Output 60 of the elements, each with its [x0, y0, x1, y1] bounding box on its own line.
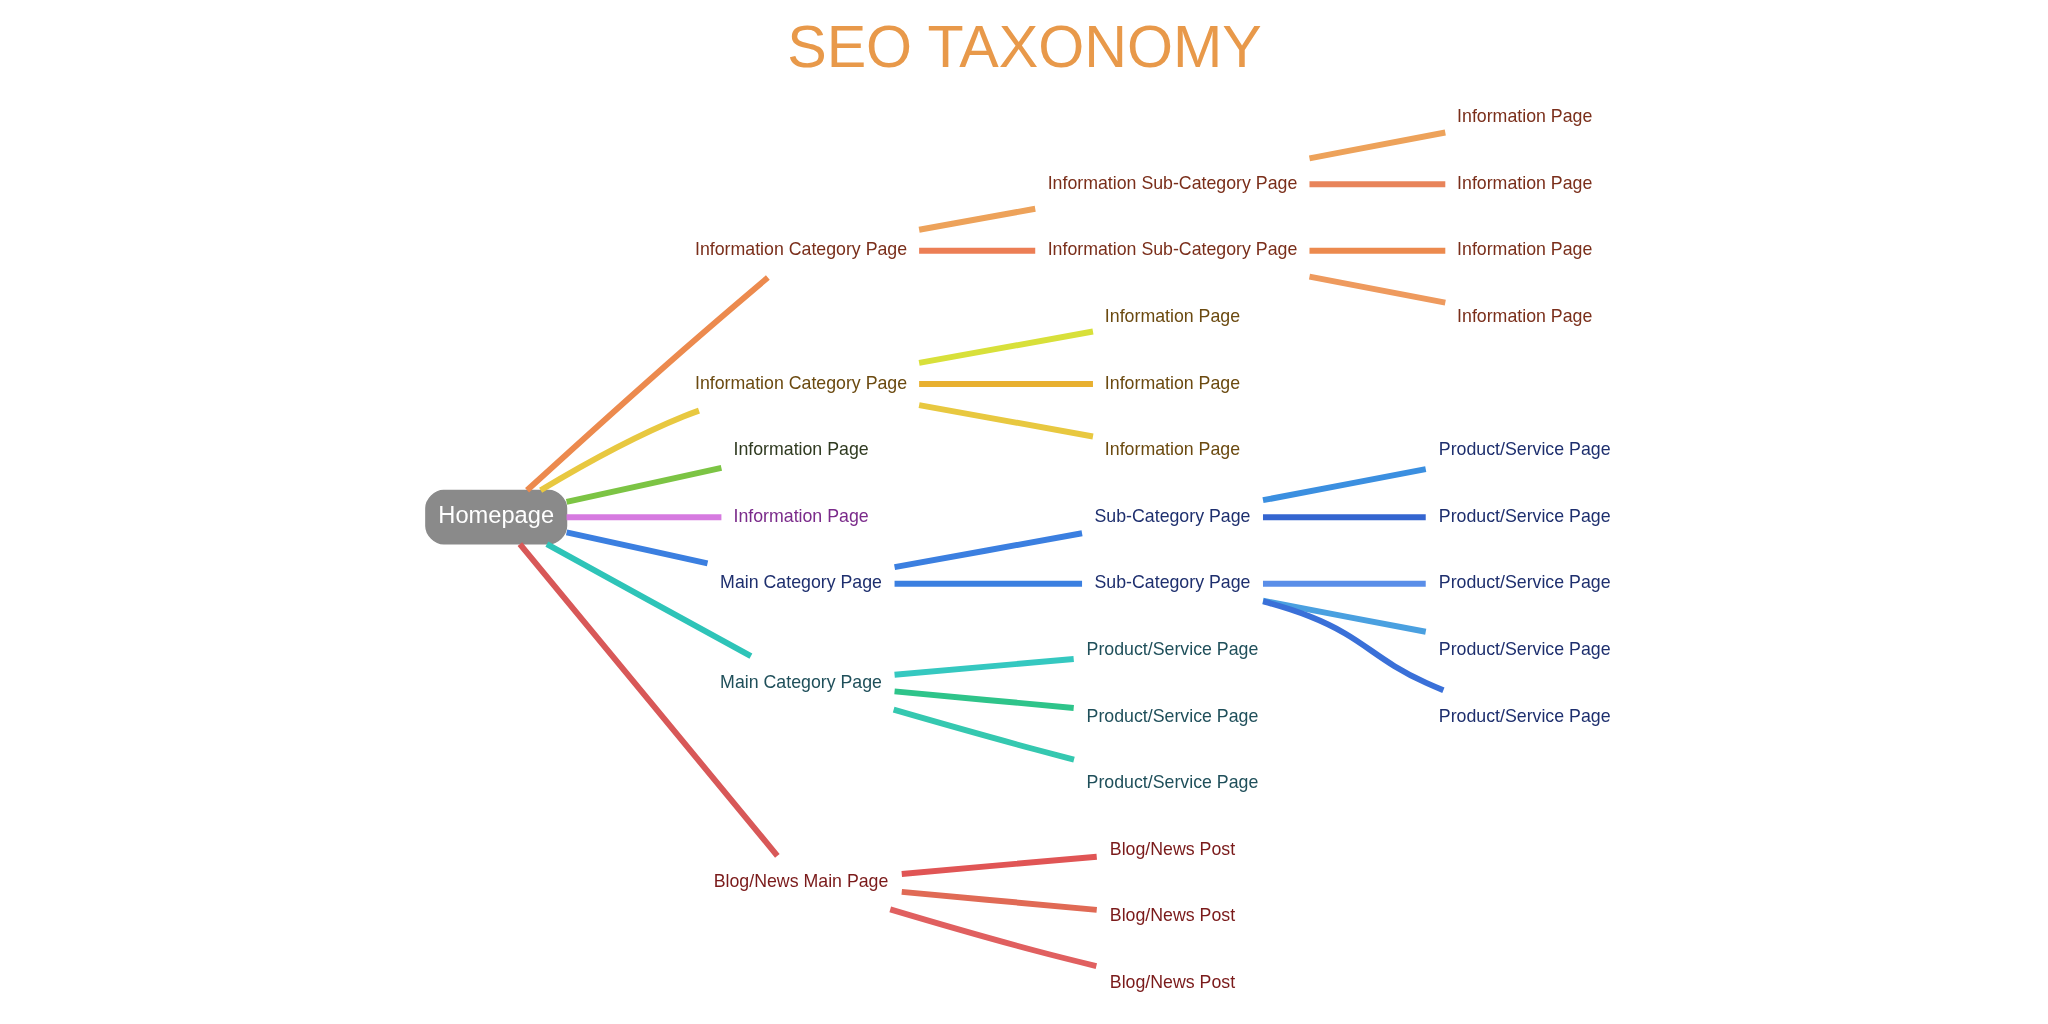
connector	[1262, 580, 1426, 587]
node-text: Blog/News Post	[1109, 905, 1235, 926]
connector	[918, 402, 1093, 440]
node-text: Product/Service Page	[1438, 572, 1611, 593]
connector	[1308, 273, 1446, 306]
connector	[517, 542, 780, 858]
connector	[524, 275, 770, 493]
node-text: Product/Service Page	[1086, 772, 1258, 793]
connector	[893, 688, 1074, 711]
node-text: Information Page	[1104, 305, 1240, 326]
node-text: Information Category Page	[694, 372, 907, 393]
connector	[1261, 598, 1444, 693]
node-text: Information Page	[1456, 106, 1592, 127]
connector	[566, 514, 721, 521]
connector	[1261, 466, 1426, 504]
node-text: Information Sub-Category Page	[1047, 172, 1297, 193]
connector	[565, 529, 708, 567]
connector	[918, 381, 1093, 387]
node-text: Information Page	[1456, 305, 1592, 326]
node-text: Information Sub-Category Page	[1047, 239, 1297, 260]
node-text: Blog/News Post	[1109, 971, 1235, 992]
diagram-title: SEO TAXONOMY	[786, 13, 1262, 81]
node-text: Product/Service Page	[1438, 505, 1611, 526]
connector	[918, 247, 1035, 254]
node-text: Sub-Category Page	[1094, 572, 1250, 593]
connector	[892, 706, 1075, 763]
connector	[901, 853, 1097, 877]
connector	[918, 205, 1036, 233]
connector	[1262, 514, 1426, 521]
connector	[893, 530, 1083, 571]
node-text: Main Category Page	[719, 572, 882, 593]
node-text: Product/Service Page	[1438, 638, 1611, 659]
node-text: Product/Service Page	[1438, 439, 1611, 460]
node-text: Main Category Page	[719, 671, 882, 692]
node-text: Information Page	[1104, 439, 1240, 460]
node-text: Information Page	[732, 439, 869, 460]
connector	[888, 906, 1097, 969]
connector	[1261, 597, 1426, 635]
node-text: Information Page	[1104, 372, 1240, 393]
node-text: Information Page	[1456, 239, 1592, 260]
connector	[901, 888, 1097, 913]
node-text: Information Category Page	[694, 239, 907, 260]
node-text: Sub-Category Page	[1094, 505, 1250, 526]
node-text: Product/Service Page	[1086, 705, 1258, 726]
node-text: Blog/News Post	[1109, 838, 1235, 859]
connector	[893, 656, 1074, 678]
connector	[1309, 247, 1445, 254]
node-text: Information Page	[1456, 172, 1592, 193]
connector	[1309, 181, 1445, 188]
node-text: Information Page	[732, 505, 869, 526]
connector	[544, 541, 752, 659]
connector	[565, 464, 722, 505]
connector	[894, 580, 1082, 587]
node-text: Product/Service Page	[1086, 638, 1258, 659]
node-box: Homepage	[424, 489, 567, 545]
connector	[918, 328, 1093, 366]
connector	[1308, 129, 1446, 162]
node-text: Blog/News Main Page	[713, 871, 888, 892]
connector	[538, 407, 700, 493]
node-text: Product/Service Page	[1438, 705, 1611, 726]
